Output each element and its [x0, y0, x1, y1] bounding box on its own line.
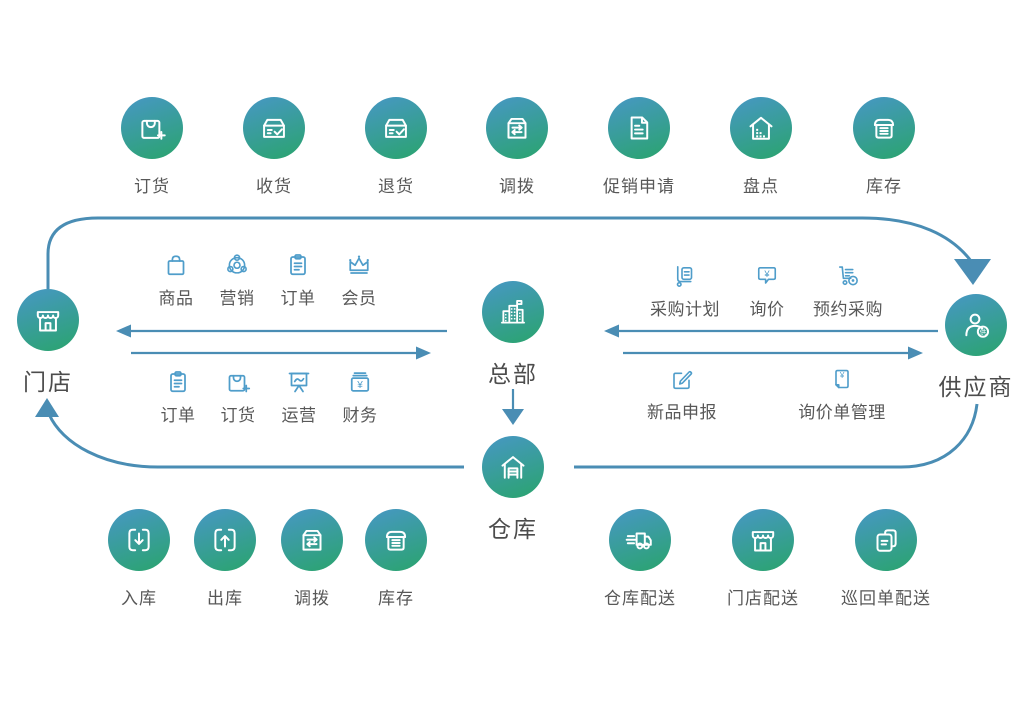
- process-label: 出库: [207, 589, 243, 608]
- node-warehouse: 仓库: [451, 436, 575, 544]
- delivery-store: 门店配送: [698, 509, 828, 609]
- fn-purchase-plan: 采购计划: [637, 261, 733, 320]
- clipboard-icon: [283, 250, 313, 280]
- doc-yen-icon: [827, 364, 857, 394]
- network-icon: [222, 250, 252, 280]
- top-process-stocktake: 盘点: [699, 97, 823, 197]
- arrowhead-to-store: [35, 398, 59, 417]
- process-label: 盘点: [743, 177, 779, 196]
- box-arrow-out-icon: [208, 523, 242, 557]
- fn-marketing: 营销: [189, 250, 285, 309]
- top-process-inventory: 库存: [822, 97, 946, 197]
- bag-plus-icon: [135, 111, 169, 145]
- arrowhead-to-supplier: [954, 259, 991, 285]
- box-check-icon: [257, 111, 291, 145]
- fn-finance: 财务: [312, 367, 408, 426]
- node-supplier-label: 供应商: [938, 374, 1014, 400]
- process-label: 促销申请: [603, 177, 675, 196]
- node-store-label: 门店: [23, 369, 73, 395]
- fn-members: 会员: [311, 250, 407, 309]
- chat-yen-icon: [752, 261, 782, 291]
- clipboard-icon: [163, 367, 193, 397]
- node-supplier: 供应商: [914, 294, 1025, 402]
- process-label: 门店配送: [727, 589, 799, 608]
- fn-ordering: 订货: [190, 367, 286, 426]
- top-process-promotion-apply: 促销申请: [577, 97, 701, 197]
- box-check-icon: [379, 111, 413, 145]
- process-label: 订货: [134, 177, 170, 196]
- top-process-receiving: 收货: [212, 97, 336, 197]
- fn-inquiry: 询价: [719, 261, 815, 320]
- truck-icon: [623, 523, 657, 557]
- delivery-tour-orders: 巡回单配送: [821, 509, 951, 609]
- hq-building-icon: [496, 295, 530, 329]
- node-store: 门店: [0, 289, 110, 397]
- docs-stack-icon: [869, 523, 903, 557]
- pencil-square-icon: [667, 364, 697, 394]
- presentation-icon: [284, 367, 314, 397]
- fn-inquiry-management: 询价单管理: [782, 364, 902, 423]
- storefront-icon: [746, 523, 780, 557]
- crown-icon: [344, 250, 374, 280]
- fn-products: 商品: [128, 250, 224, 309]
- fn-new-product-declaration: 新品申报: [622, 364, 742, 423]
- box-swap-icon: [295, 523, 329, 557]
- process-label: 收货: [256, 177, 292, 196]
- box-swap-icon: [500, 111, 534, 145]
- process-label: 库存: [378, 589, 414, 608]
- fn-orders-2: 订单: [130, 367, 226, 426]
- bag-plus-icon: [223, 367, 253, 397]
- document-icon: [622, 111, 656, 145]
- fn-orders: 订单: [250, 250, 346, 309]
- node-headquarters: 总部: [451, 281, 575, 389]
- building-dots-icon: [744, 111, 778, 145]
- fn-operations: 运营: [251, 367, 347, 426]
- storage-box-icon: [867, 111, 901, 145]
- process-label: 仓库配送: [604, 589, 676, 608]
- top-process-ordering: 订货: [90, 97, 214, 197]
- process-label: 调拨: [499, 177, 535, 196]
- process-label: 入库: [121, 589, 157, 608]
- wh-process-outbound: 出库: [175, 509, 275, 609]
- process-label: 退货: [378, 177, 414, 196]
- wh-process-transfer: 调拨: [262, 509, 362, 609]
- fn-reserved-purchase: 预约采购: [800, 261, 896, 320]
- top-process-transfer: 调拨: [455, 97, 579, 197]
- process-label: 调拨: [294, 589, 330, 608]
- warehouse-icon: [496, 450, 530, 484]
- supplier-person-icon: [959, 308, 993, 342]
- trolley-clock-icon: [833, 261, 863, 291]
- process-label: 巡回单配送: [841, 589, 931, 608]
- delivery-warehouse: 仓库配送: [575, 509, 705, 609]
- trolley-doc-icon: [670, 261, 700, 291]
- node-headquarters-label: 总部: [488, 361, 538, 387]
- bag-icon: [161, 250, 191, 280]
- box-arrow-in-icon: [122, 523, 156, 557]
- cashbox-icon: [345, 367, 375, 397]
- process-label: 库存: [866, 177, 902, 196]
- node-warehouse-label: 仓库: [488, 516, 538, 542]
- storefront-icon: [31, 303, 65, 337]
- top-process-returns: 退货: [334, 97, 458, 197]
- wh-process-inbound: 入库: [89, 509, 189, 609]
- wh-process-inventory: 库存: [346, 509, 446, 609]
- storage-box-icon: [379, 523, 413, 557]
